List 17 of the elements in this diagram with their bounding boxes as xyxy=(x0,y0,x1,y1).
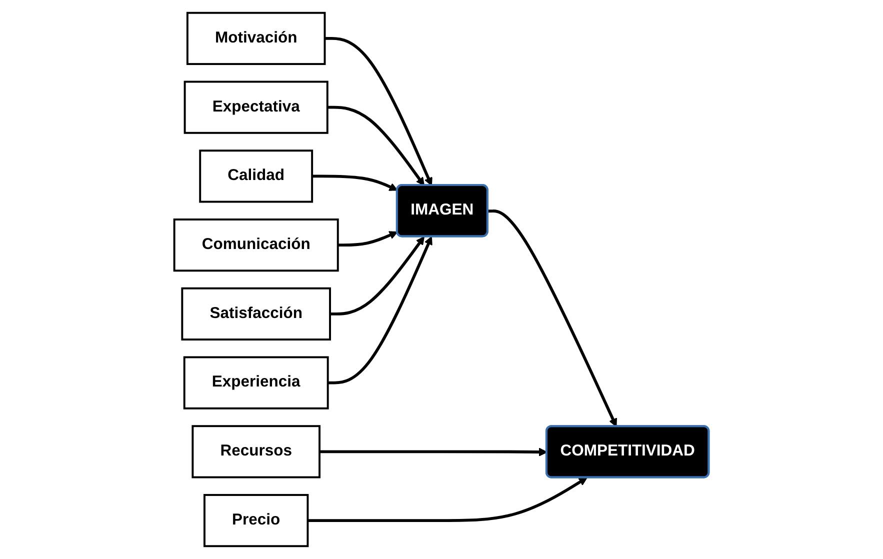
arrow xyxy=(320,448,548,456)
arrow xyxy=(328,236,432,384)
node-box: Calidad xyxy=(199,150,314,203)
node-box: Satisfacción xyxy=(181,287,331,340)
arrow xyxy=(308,477,588,522)
arrow xyxy=(338,231,398,247)
node-box: Recursos xyxy=(192,425,320,478)
node-box: Experiencia xyxy=(183,356,329,410)
node-box: Motivación xyxy=(186,12,326,66)
node-box: Expectativa xyxy=(184,80,328,134)
arrow xyxy=(330,236,425,316)
arrow xyxy=(488,210,617,427)
node-box: Comunicación xyxy=(173,218,339,272)
arrow xyxy=(324,36,432,186)
arrow xyxy=(327,106,425,186)
node-box: Precio xyxy=(204,494,309,548)
arrow xyxy=(312,174,398,191)
